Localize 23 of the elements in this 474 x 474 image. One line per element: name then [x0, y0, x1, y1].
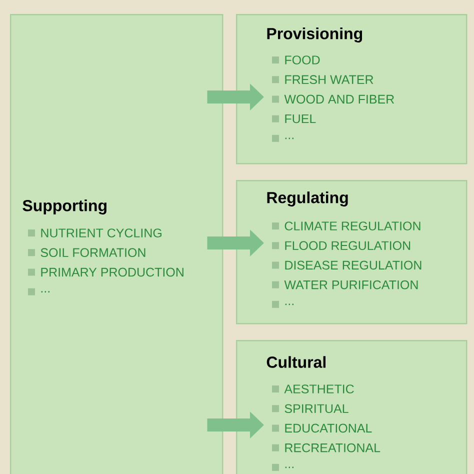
list-item: WATER PURIFICATION	[272, 280, 418, 290]
list-item: ...	[272, 464, 294, 471]
list-item: FLOOD REGULATION	[272, 241, 410, 250]
list-item: SPIRITUAL	[272, 404, 348, 414]
list-item: SOIL FORMATION	[28, 248, 146, 258]
list-item: WOOD AND FIBER	[272, 94, 394, 104]
list-item: RECREATIONAL	[272, 443, 380, 452]
category-heading: Provisioning	[267, 28, 362, 42]
list-item: FRESH WATER	[272, 75, 374, 84]
list-item: FUEL	[272, 114, 316, 124]
category-heading: Cultural	[266, 356, 326, 368]
list-item: AESTHETIC	[272, 384, 354, 394]
list-item: NUTRIENT CYCLING	[28, 228, 162, 238]
list-item: ...	[272, 134, 294, 142]
list-item: ...	[28, 288, 50, 296]
list-item: CLIMATE REGULATION	[272, 222, 420, 230]
list-item: FOOD	[272, 56, 320, 64]
category-heading: Supporting	[22, 200, 106, 214]
list-item: DISEASE REGULATION	[272, 260, 422, 270]
category-heading: Regulating	[267, 192, 348, 206]
list-item: ...	[272, 300, 294, 308]
list-item: EDUCATIONAL	[272, 424, 372, 433]
list-item: PRIMARY PRODUCTION	[28, 268, 184, 277]
